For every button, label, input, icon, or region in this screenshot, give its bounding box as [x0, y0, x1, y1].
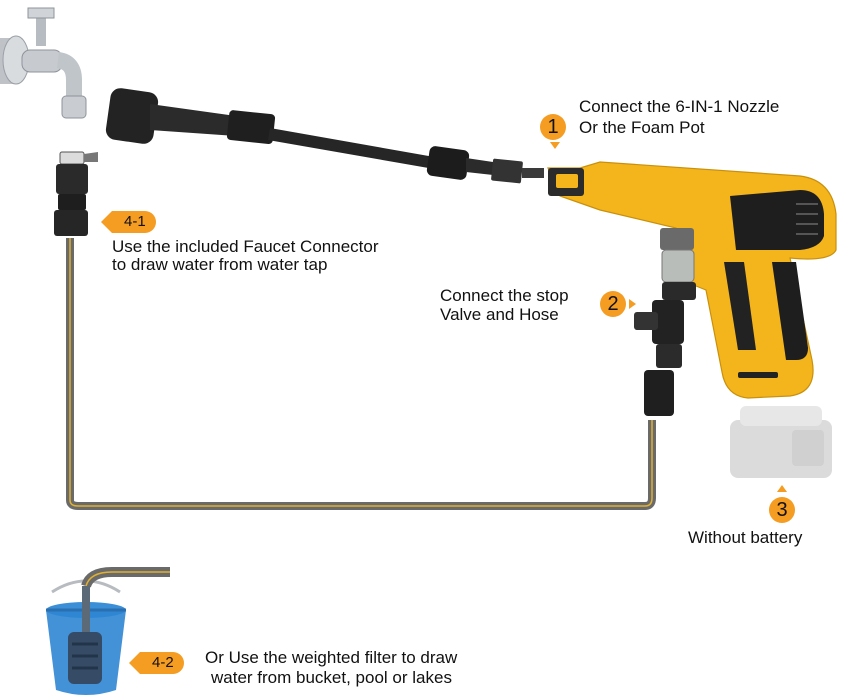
stop-valve-icon — [634, 282, 696, 416]
faucet-icon — [0, 7, 87, 119]
step-2-badge: 2 — [600, 291, 626, 317]
step-4-2-text-line1: Or Use the weighted filter to draw — [205, 648, 458, 667]
step-1-arrow-icon — [550, 142, 560, 149]
step-2-arrow-icon — [629, 299, 636, 309]
step-4-1-tag: 4-1 — [101, 211, 156, 233]
step-1-text-line1: Connect the 6-IN-1 Nozzle — [579, 97, 780, 116]
faucet-connector-icon — [54, 151, 98, 236]
step-1-badge: 1 — [540, 114, 566, 140]
battery-icon — [730, 406, 832, 478]
step-4-2-tag: 4-2 — [129, 652, 184, 674]
step-2-text-line2: Valve and Hose — [440, 305, 559, 324]
step-4-2-text-line2: water from bucket, pool or lakes — [211, 668, 452, 687]
hose-icon — [66, 238, 656, 510]
step-4-1-text-line2: to draw water from water tap — [112, 255, 328, 274]
weighted-filter-icon — [68, 586, 102, 684]
bucket-icon — [46, 567, 170, 695]
step-3-arrow-icon — [777, 485, 787, 492]
step-3-text: Without battery — [688, 528, 803, 547]
pressure-washer-gun-icon — [547, 161, 837, 399]
step-2-text-line1: Connect the stop — [440, 286, 569, 305]
spray-lance-icon — [105, 88, 544, 184]
step-1-text-line2: Or the Foam Pot — [579, 118, 705, 137]
step-3-badge: 3 — [769, 497, 795, 523]
step-4-1-text-line1: Use the included Faucet Connector — [112, 237, 379, 256]
